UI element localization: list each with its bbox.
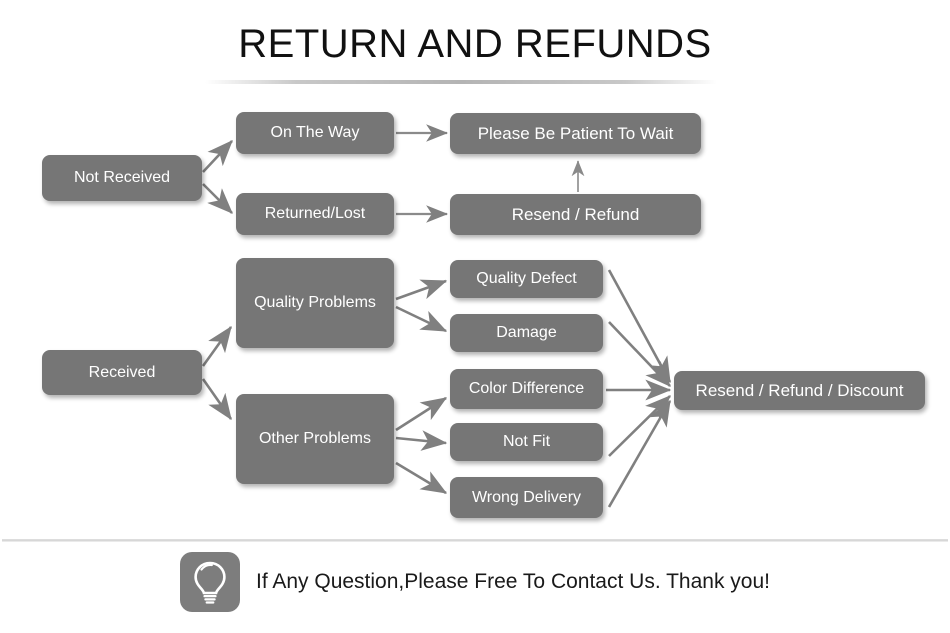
node-color-difference[interactable]: Color Difference [450,369,603,409]
node-other-problems[interactable]: Other Problems [236,394,394,484]
arrow-wrong-delivery-to-outcome [607,399,672,508]
node-not-received[interactable]: Not Received [42,155,202,201]
title-divider [205,80,717,84]
footer-divider [2,539,948,542]
node-received[interactable]: Received [42,350,202,395]
page-title: RETURN AND REFUNDS [238,22,712,66]
arrow-quality-problems-to-quality-defect [395,279,448,301]
arrow-other-problems-to-color-difference [395,396,448,432]
node-returned-lost[interactable]: Returned/Lost [236,193,394,235]
node-quality-problems[interactable]: Quality Problems [236,258,394,348]
arrow-received-to-quality-problems [201,325,233,367]
lightbulb-icon [180,552,240,612]
arrow-not-fit-to-outcome [608,395,671,457]
arrow-damage-to-outcome [608,321,671,387]
node-wrong-delivery[interactable]: Wrong Delivery [450,477,603,518]
arrow-other-problems-to-wrong-delivery [395,461,448,495]
node-resend-refund-discount[interactable]: Resend / Refund / Discount [674,371,925,410]
node-quality-defect[interactable]: Quality Defect [450,260,603,298]
arrow-not-received-to-on-the-way [202,140,233,173]
node-not-fit[interactable]: Not Fit [450,423,603,461]
arrow-quality-defect-to-outcome [607,269,672,384]
node-damage[interactable]: Damage [450,314,603,352]
arrow-quality-problems-to-damage [395,305,448,333]
node-please-be-patient-to-wait[interactable]: Please Be Patient To Wait [450,113,701,154]
node-resend-refund[interactable]: Resend / Refund [450,194,701,235]
arrow-other-problems-to-not-fit [395,430,448,451]
arrow-received-to-other-problems [201,378,233,421]
footer: If Any Question,Please Free To Contact U… [0,552,950,612]
footer-message: If Any Question,Please Free To Contact U… [256,570,770,593]
node-on-the-way[interactable]: On The Way [236,112,394,154]
arrow-not-received-to-returned-lost [202,183,233,214]
